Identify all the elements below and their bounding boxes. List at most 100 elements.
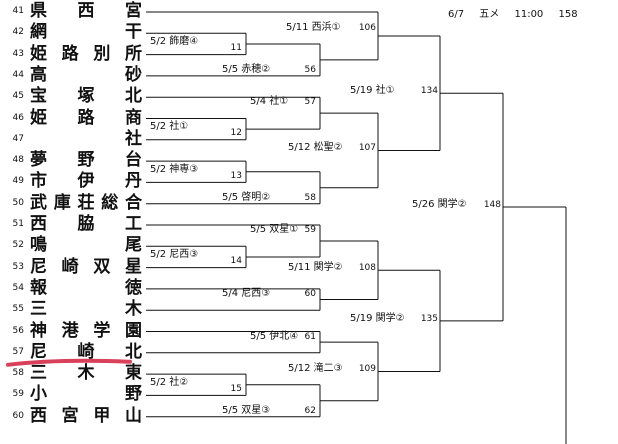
r1-match-number: 11 — [230, 42, 242, 53]
r1-match-label: 5/2 飾磨④ — [150, 35, 199, 47]
r5-match-label: 5/26 関学② — [412, 199, 467, 211]
team-number: 48 — [12, 155, 24, 166]
team-name-char: 塚 — [77, 86, 95, 107]
team-name-char: 双 — [93, 256, 111, 277]
team-name-char: 社 — [125, 128, 142, 149]
team-row: 42 網 干 — [0, 22, 160, 43]
team-number: 53 — [12, 261, 24, 272]
team-name-char: 台 — [125, 150, 142, 171]
team-row: 57 尼 崎 北 — [0, 342, 160, 363]
team-number: 50 — [12, 197, 24, 208]
r3-match-number: 109 — [358, 364, 376, 375]
team-name-char: 三 — [30, 363, 47, 384]
team-name-char: 小 — [30, 384, 47, 405]
r3-match-label: 5/11 西浜① — [286, 21, 341, 33]
team-name-char: 総 — [101, 192, 119, 213]
team-name-char: 神 — [30, 320, 47, 341]
game-header: 6/7 五メ 11:00 158 — [448, 5, 590, 20]
r1-match-number: 12 — [230, 128, 242, 139]
team-name-char: 干 — [125, 22, 142, 43]
header-date: 6/7 — [448, 9, 465, 20]
team-number: 42 — [12, 27, 24, 38]
r1-match-label: 5/2 尼西③ — [150, 248, 199, 260]
team-name: 三木東 — [30, 363, 142, 384]
team-name: 西脇工 — [30, 214, 142, 235]
team-row: 44 高砂 — [0, 65, 160, 86]
team-name: 県西宮 — [30, 1, 142, 22]
r3-match-label: 5/11 関学② — [288, 262, 343, 274]
r2-match-number: 61 — [304, 331, 316, 342]
team-name-char: 姫 — [30, 107, 47, 128]
r2-match-label: 5/5 伊北④ — [250, 330, 299, 342]
team-row: 53 尼崎双星 — [0, 257, 160, 278]
team-name-char: 西 — [77, 1, 95, 21]
r4-match-label: 5/19 社① — [350, 85, 395, 97]
team-number: 43 — [12, 48, 24, 59]
team-name-char: 別 — [93, 43, 111, 64]
team-name-char: 丹 — [125, 171, 142, 192]
team-name: 神港学園 — [30, 321, 142, 342]
team-name-char: 尼 — [30, 341, 47, 362]
team-name-char: 脇 — [77, 214, 95, 234]
team-name-char: 砂 — [125, 64, 142, 85]
team-name-char: 徳 — [125, 277, 142, 298]
team-name-char: 山 — [124, 405, 142, 426]
team-name: 高砂 — [30, 65, 142, 86]
team-name-char: 網 — [30, 22, 47, 43]
header-venue: 五メ — [479, 9, 500, 20]
r4-match-number: 134 — [420, 86, 438, 97]
team-name-char: 北 — [125, 86, 142, 107]
team-name-char: 市 — [30, 171, 47, 192]
team-number: 51 — [12, 219, 24, 229]
r1-match-number: 15 — [230, 383, 242, 394]
team-number: 46 — [12, 112, 24, 123]
team-name-char: 工 — [125, 214, 142, 234]
team-number: 45 — [12, 91, 24, 102]
team-name: 尼崎北 — [30, 342, 142, 363]
team-name-char: 甲 — [93, 405, 111, 426]
team-row: 55 三木 — [0, 299, 160, 320]
team-name-char: 宮 — [125, 1, 142, 21]
team-name-char: 宮 — [61, 405, 79, 426]
team-name-char: 荘 — [77, 192, 95, 213]
r2-match-label: 5/5 双星③ — [222, 404, 271, 416]
r1-match-label: 5/2 社① — [150, 121, 189, 133]
team-name: 尼崎双星 — [30, 257, 142, 278]
r2-match-number: 59 — [304, 225, 316, 235]
r1-match-label: 5/2 神専③ — [150, 163, 199, 175]
r2-match-number: 58 — [304, 192, 316, 203]
team-name-char: 崎 — [61, 256, 79, 277]
team-name: 三木 — [30, 299, 142, 320]
team-row: 58 三木東 — [0, 363, 160, 384]
team-name-char: 崎 — [77, 341, 95, 362]
r1-match-number: 13 — [230, 170, 242, 181]
team-name-char: 宝 — [30, 86, 47, 107]
r4-match-label: 5/19 関学② — [350, 312, 405, 324]
team-name-char: 木 — [125, 299, 142, 320]
r3-match-label: 5/12 滝二③ — [288, 363, 343, 375]
team-name-char: 尼 — [30, 256, 47, 277]
r1-match-number: 14 — [230, 255, 242, 266]
team-name-char: 野 — [77, 150, 95, 171]
team-name-char: 商 — [125, 107, 142, 128]
team-row: 45 宝 塚 北 — [0, 86, 160, 107]
r2-match-label: 5/4 尼西③ — [222, 287, 271, 299]
team-name-char: 路 — [61, 43, 79, 64]
team-number: 57 — [12, 346, 24, 357]
team-name-char: 所 — [124, 43, 142, 64]
r2-match-number: 57 — [304, 97, 316, 108]
team-number: 58 — [12, 368, 24, 379]
team-name-char: 北 — [125, 341, 142, 362]
team-number: 44 — [12, 69, 24, 80]
team-number: 55 — [12, 304, 24, 315]
r1-match-label: 5/2 社② — [150, 376, 189, 388]
